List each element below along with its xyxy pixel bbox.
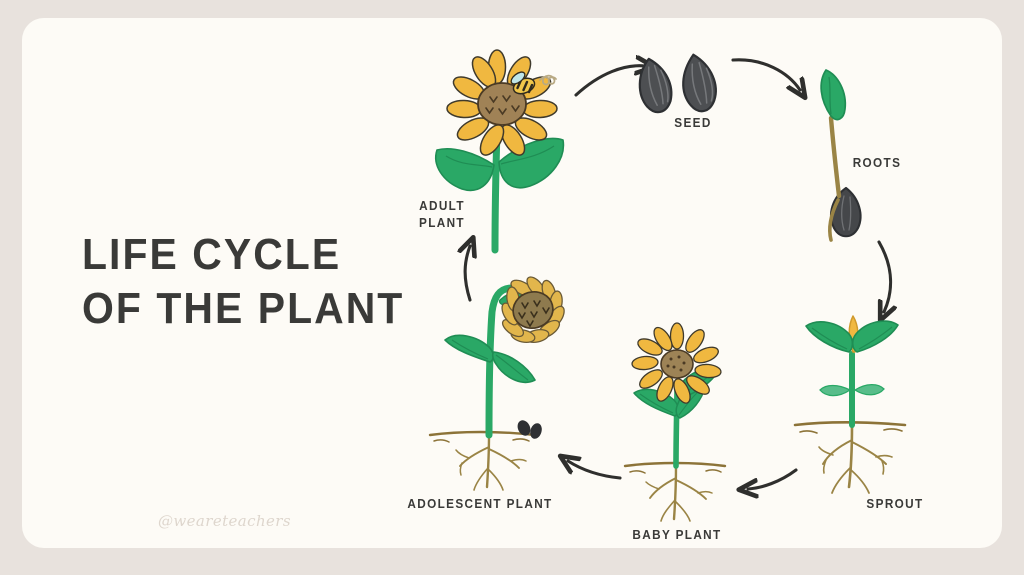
stage-label-adolescent-plant: ADOLESCENT PLANT	[407, 497, 553, 511]
page-title: LIFE CYCLE OF THE PLANT	[82, 230, 405, 334]
stage-label-sprout: SPROUT	[866, 497, 924, 511]
stage-label-seed: SEED	[674, 116, 712, 130]
watermark: @weareteachers	[158, 512, 291, 530]
stage-label-baby-plant: BABY PLANT	[632, 528, 722, 542]
stage-label-adult-plant: ADULT PLANT	[418, 199, 465, 230]
stage-label-roots: ROOTS	[852, 156, 902, 170]
